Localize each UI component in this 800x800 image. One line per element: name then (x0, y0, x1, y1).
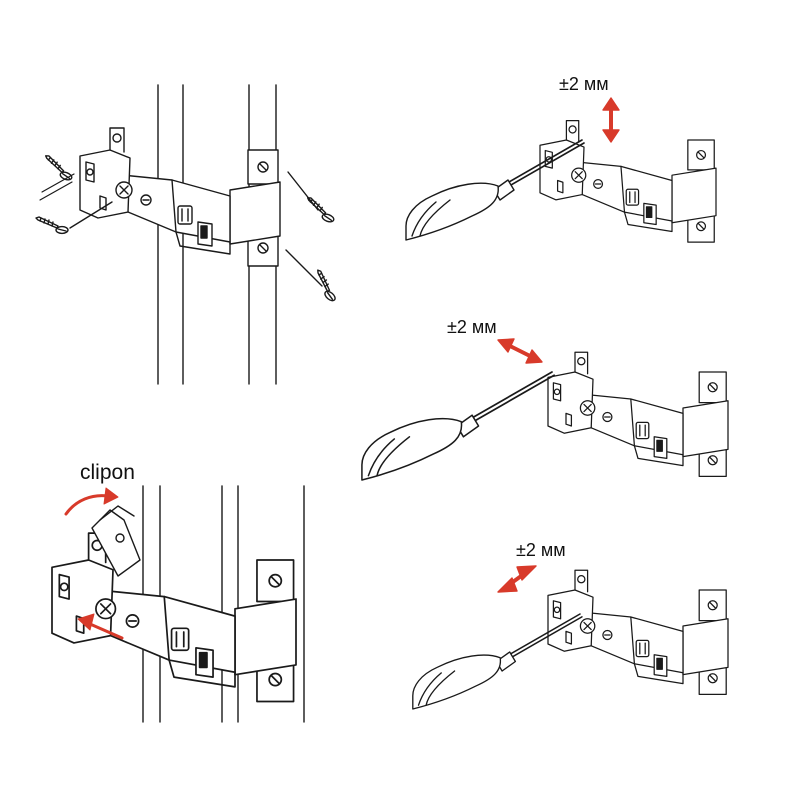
panel-vertical-adjust (405, 97, 717, 243)
panel-side-adjust (412, 565, 729, 710)
clipon-label: clipon (80, 461, 135, 484)
screw-cup-top (39, 154, 77, 182)
panel-mounting (35, 84, 344, 385)
vertical-adjust-label: ±2 мм (559, 74, 609, 94)
panel-clipon (51, 485, 305, 723)
panel-depth-adjust (361, 338, 729, 481)
side-adjust-label: ±2 мм (516, 540, 566, 560)
depth-adjust-label: ±2 мм (447, 317, 497, 337)
